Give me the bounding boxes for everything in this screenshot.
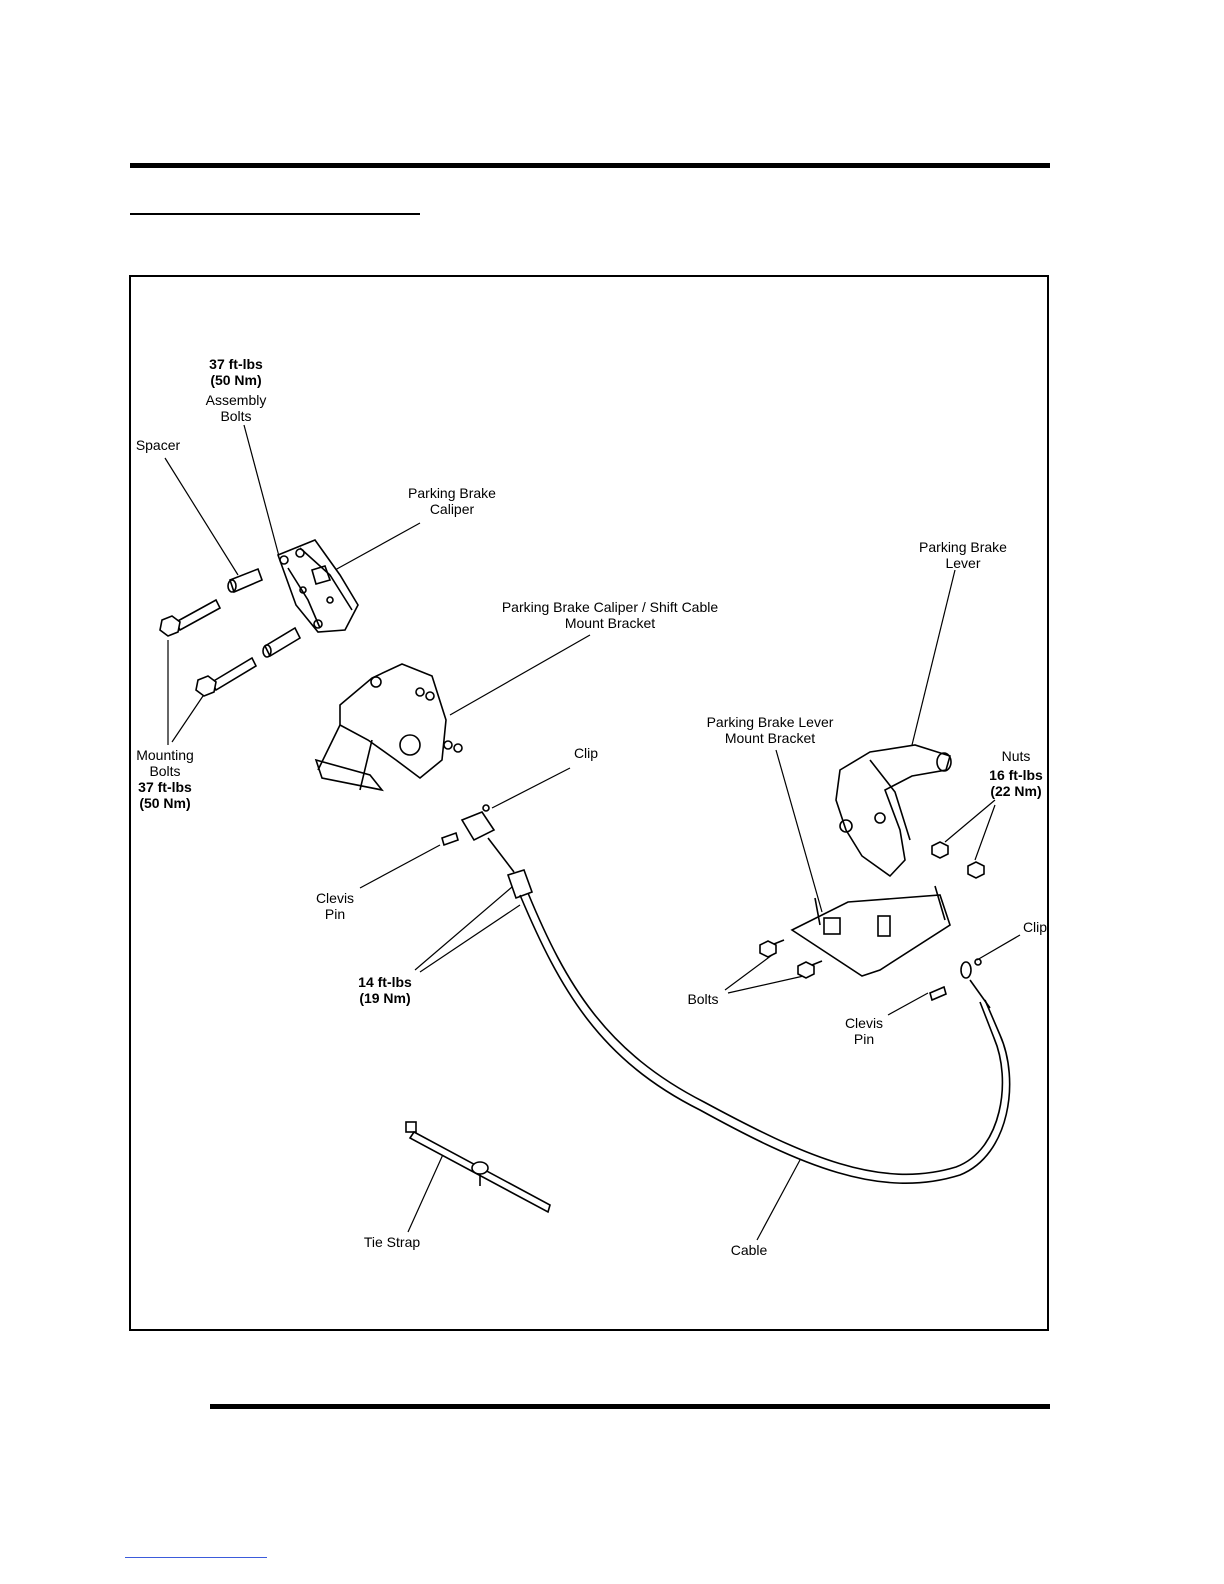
leader-cable: [757, 1160, 800, 1240]
leader-mounting-bolt-2: [172, 693, 205, 742]
cable-nuts-label: 14 ft-lbs (19 Nm): [345, 974, 425, 1006]
leader-bolt-2: [728, 975, 808, 993]
mount-bracket-label: Parking Brake Caliper / Shift Cable Moun…: [490, 599, 730, 631]
caliper-part: [278, 540, 358, 632]
leader-cable-nut-2: [420, 905, 520, 972]
tie-strap-part: [406, 1122, 550, 1212]
assembly-bolts-label: 37 ft-lbs (50 Nm) Assembly Bolts: [186, 356, 286, 424]
spacer-label: Spacer: [128, 437, 188, 453]
tie-strap-label: Tie Strap: [352, 1234, 432, 1250]
leader-cable-nut-1: [415, 887, 512, 970]
leader-lever-bracket: [776, 750, 822, 912]
nuts-label: Nuts 16 ft-lbs (22 Nm): [976, 748, 1056, 799]
leader-caliper: [335, 523, 420, 570]
leader-nut-2: [975, 805, 995, 860]
leader-clip-right: [977, 935, 1020, 960]
footer-link-underline: [125, 1557, 267, 1558]
lever-bracket-label: Parking Brake Lever Mount Bracket: [690, 714, 850, 746]
cable-clevis-right: [930, 959, 990, 1008]
clevis-right-label: Clevis Pin: [834, 1015, 894, 1047]
leader-assembly-bolts: [244, 425, 280, 560]
cable-part: [520, 895, 1010, 1183]
clip-right-label: Clip: [1012, 919, 1058, 935]
bolts-label: Bolts: [680, 991, 726, 1007]
leader-clevis-left: [360, 845, 440, 888]
mounting-bolt-parts: [160, 600, 256, 696]
leader-spacer: [165, 458, 238, 575]
nut-parts: [932, 842, 984, 878]
footer-rule: [210, 1404, 1050, 1409]
cable-clevis-left: [442, 805, 532, 898]
lever-bracket-part: [792, 886, 950, 976]
bracket-bolt-parts: [760, 940, 822, 978]
lever-part: [836, 745, 951, 876]
caliper-label: Parking Brake Caliper: [392, 485, 512, 517]
mount-bracket-part: [316, 664, 462, 790]
leader-clevis-right: [888, 993, 928, 1015]
clip-left-label: Clip: [562, 745, 610, 761]
lever-label: Parking Brake Lever: [903, 539, 1023, 571]
leader-lever: [912, 570, 955, 745]
leader-tie-strap: [408, 1150, 445, 1232]
mounting-bolts-label: Mounting Bolts 37 ft-lbs (50 Nm): [120, 747, 210, 811]
leader-nut-1: [945, 800, 995, 842]
leader-clip-left: [492, 768, 570, 808]
leader-mount-bracket: [450, 635, 590, 715]
clevis-left-label: Clevis Pin: [305, 890, 365, 922]
cable-label: Cable: [724, 1242, 774, 1258]
